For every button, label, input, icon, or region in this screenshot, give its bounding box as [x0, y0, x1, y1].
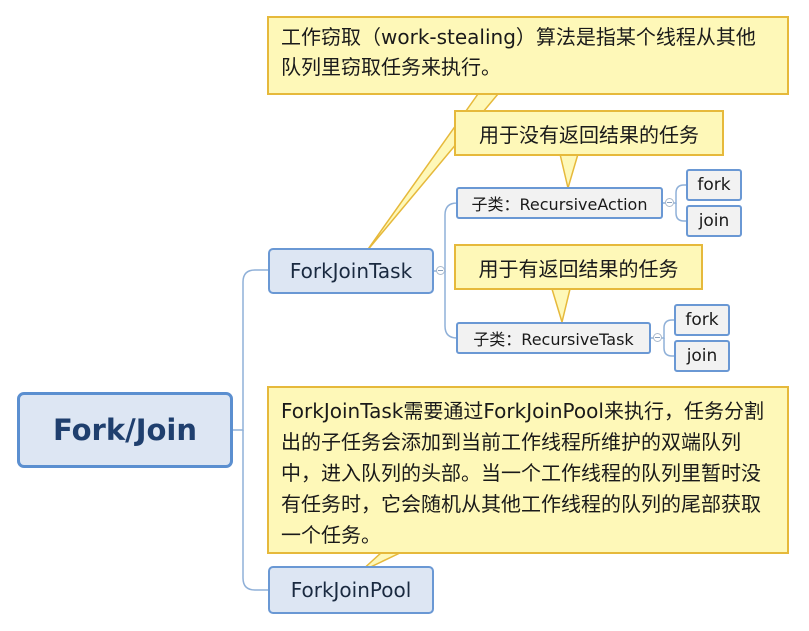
action-join-node[interactable]: join — [686, 205, 742, 237]
callout-pointer-task — [550, 288, 571, 325]
connector-task-fork — [650, 319, 674, 339]
connector-task-join — [663, 338, 674, 357]
collapse-toggle-action[interactable] — [665, 198, 674, 207]
recursive-action-node[interactable]: 子类：RecursiveAction — [456, 187, 663, 219]
note-recursive-task: 用于有返回结果的任务 — [454, 244, 703, 290]
root-node[interactable]: Fork/Join — [17, 392, 233, 468]
connector-action-fork — [662, 184, 686, 204]
callout-pointer-action — [559, 153, 580, 191]
fjpool-node[interactable]: ForkJoinPool — [268, 566, 434, 614]
task-fork-node[interactable]: fork — [674, 304, 730, 336]
connector-root-fjpool — [242, 430, 268, 591]
action-fork-node[interactable]: fork — [686, 169, 742, 201]
connector-action-join — [675, 203, 686, 222]
collapse-toggle-task[interactable] — [653, 333, 662, 342]
recursive-task-node[interactable]: 子类：RecursiveTask — [456, 322, 651, 354]
task-join-node[interactable]: join — [674, 340, 730, 372]
note-work-stealing: 工作窃取（work-stealing）算法是指某个线程从其他队列里窃取任务来执行… — [267, 16, 789, 95]
note-forkjoinpool: ForkJoinTask需要通过ForkJoinPool来执行，任务分割出的子任… — [267, 386, 789, 554]
collapse-toggle-fjtask[interactable] — [436, 266, 445, 275]
connector-root-fjtask — [233, 269, 268, 431]
fjtask-node[interactable]: ForkJoinTask — [268, 248, 434, 294]
note-recursive-action: 用于没有返回结果的任务 — [454, 110, 724, 156]
